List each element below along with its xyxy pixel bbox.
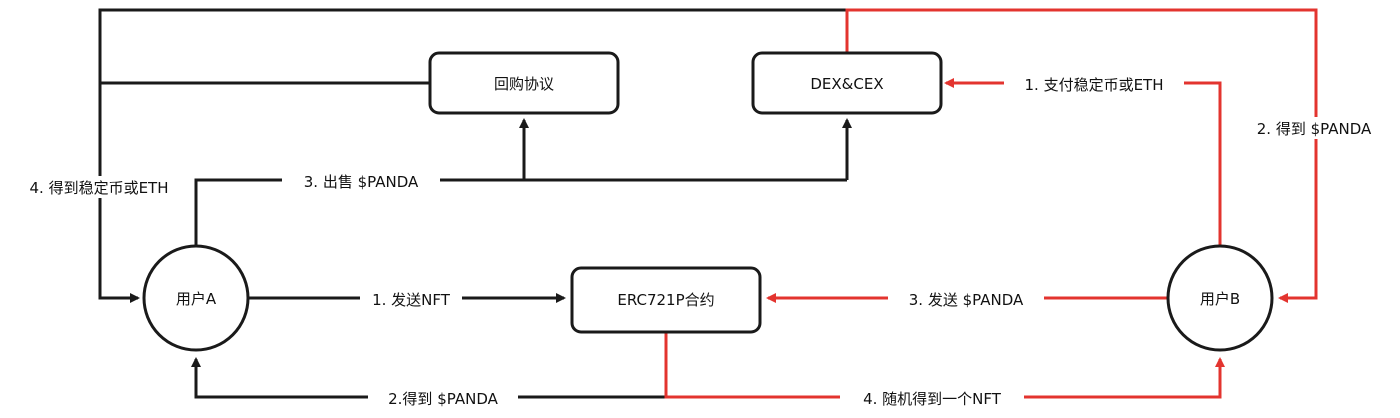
label-pay-stable: 1. 支付稳定币或ETH — [1004, 73, 1184, 95]
node-userA: 用户A — [142, 244, 250, 352]
label-random-nft-text: 4. 随机得到一个NFT — [863, 390, 1002, 408]
label-get-panda-a-text: 2.得到 $PANDA — [388, 390, 498, 408]
edge-dex-to-userB — [845, 8, 1318, 303]
label-send-nft-text: 1. 发送NFT — [372, 291, 451, 309]
node-dex: DEX&CEX — [751, 51, 943, 115]
label-send-panda-text: 3. 发送 $PANDA — [909, 291, 1024, 309]
edge-userA-sell — [194, 178, 847, 246]
label-random-nft: 4. 随机得到一个NFT — [840, 387, 1024, 409]
edge-outer-loop-to-userA — [98, 8, 847, 303]
label-pay-stable-text: 1. 支付稳定币或ETH — [1025, 76, 1164, 94]
node-erc-label: ERC721P合约 — [617, 291, 714, 309]
node-buyback: 回购协议 — [428, 51, 620, 115]
label-get-stable-a-text: 4. 得到稳定币或ETH — [30, 179, 169, 197]
node-erc: ERC721P合约 — [570, 266, 762, 334]
label-get-stable-a: 4. 得到稳定币或ETH — [6, 176, 192, 198]
node-dex-label: DEX&CEX — [810, 75, 883, 93]
node-buyback-label: 回购协议 — [494, 75, 554, 93]
node-userA-label: 用户A — [176, 290, 217, 308]
label-get-panda-b-text: 2. 得到 $PANDA — [1257, 120, 1372, 138]
node-userB-label: 用户B — [1200, 290, 1240, 308]
edge-userB-to-dex — [944, 78, 1222, 246]
node-userB: 用户B — [1166, 244, 1274, 352]
label-send-nft: 1. 发送NFT — [360, 288, 462, 310]
label-send-panda: 3. 发送 $PANDA — [888, 288, 1044, 310]
label-get-panda-b: 2. 得到 $PANDA — [1238, 117, 1398, 139]
label-sell-panda-text: 3. 出售 $PANDA — [304, 173, 419, 191]
label-sell-panda: 3. 出售 $PANDA — [282, 170, 440, 192]
label-get-panda-a: 2.得到 $PANDA — [368, 387, 518, 409]
